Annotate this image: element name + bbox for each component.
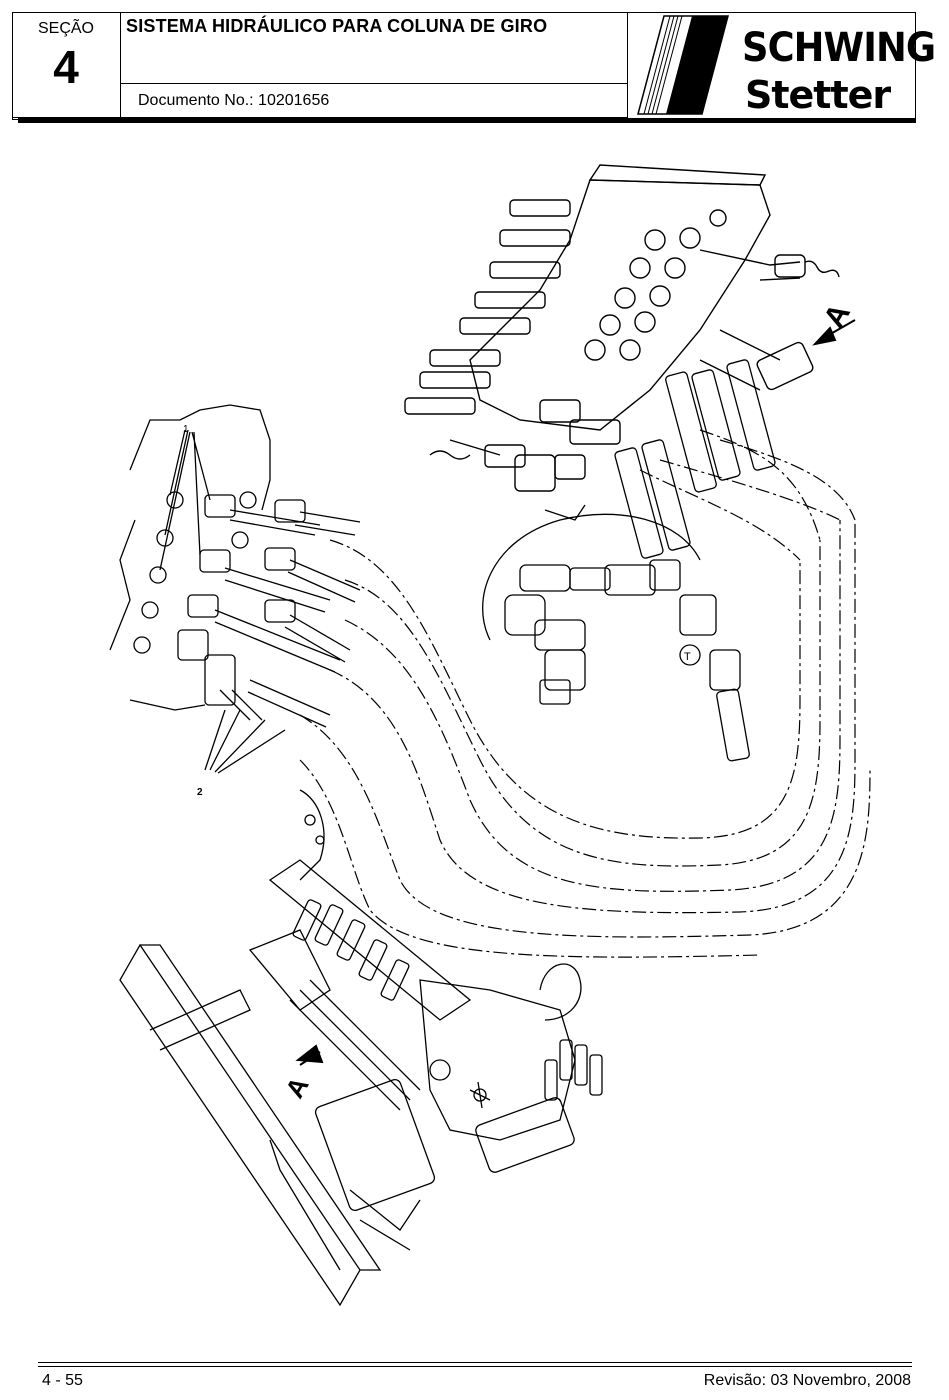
hose-bundle-top xyxy=(614,359,776,559)
footer-rule-bottom xyxy=(38,1366,912,1367)
bottom-assembly xyxy=(119,789,603,1307)
hose-routes xyxy=(299,429,871,958)
revision-date: Revisão: 03 Novembro, 2008 xyxy=(703,1372,911,1389)
header-rule xyxy=(18,118,916,123)
callout-1: 1 xyxy=(183,424,189,435)
section-number: 4 xyxy=(53,41,79,93)
logo-slash-icon xyxy=(637,15,729,115)
footer-rule-top xyxy=(38,1362,912,1363)
page-title: SISTEMA HIDRÁULICO PARA COLUNA DE GIRO xyxy=(126,16,548,36)
brand-schwing: SCHWING xyxy=(742,25,936,71)
document-number: Documento No.: 10201656 xyxy=(138,92,330,109)
page-number: 4 - 55 xyxy=(42,1372,83,1389)
view-marker-top: A xyxy=(817,298,856,333)
callout-2: 2 xyxy=(197,787,203,798)
section-label: SEÇÃO xyxy=(37,20,94,37)
view-marker-bottom: A xyxy=(279,1072,314,1103)
view-arrow-bottom xyxy=(295,1044,324,1066)
left-fittings xyxy=(109,404,361,774)
docno-box xyxy=(120,83,628,118)
view-arrow-top xyxy=(812,319,856,346)
brand-stetter: Stetter xyxy=(745,73,891,117)
detail-label: T xyxy=(684,651,691,663)
detail-view xyxy=(482,504,750,762)
valve-block-top xyxy=(404,164,840,492)
